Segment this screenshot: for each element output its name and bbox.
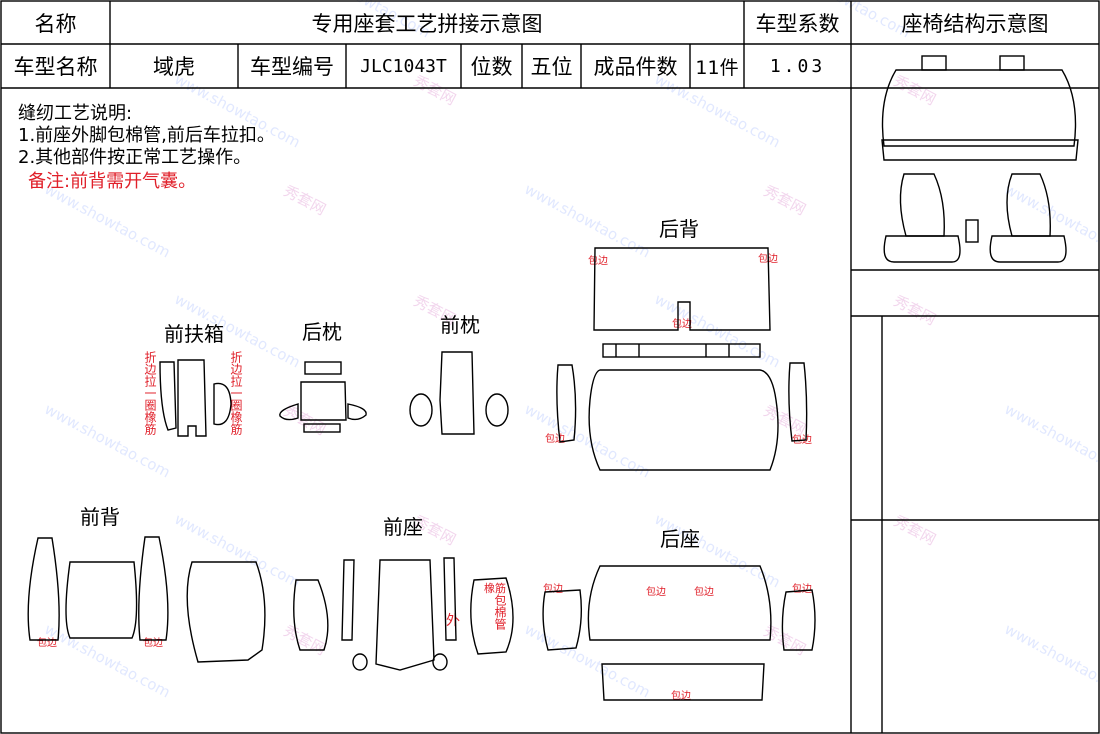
notes-line-1: 1.前座外脚包棉管,前后车拉扣。 [18,125,275,146]
piece-rear-back-bottom [588,369,779,471]
name-label: 名称 [34,11,77,36]
label-front-seat: 前座 [383,515,423,539]
piece-rear-pillow-mid [300,381,347,421]
annotation-pack-cotton-pipe: 包棉管 [493,594,507,630]
seats-label: 位数 [470,55,513,79]
model-code-label: 车型编号 [250,55,334,79]
piece-rear-pillow-bottom [303,423,341,433]
structure-rear-bench-back [881,69,1077,147]
notes-remark: 备注:前背需开气囊。 [28,171,197,192]
structure-front-cushion-left [883,235,961,263]
label-front-armrest: 前扶箱 [164,322,224,346]
seats-value: 五位 [530,55,573,79]
piece-armrest-center [177,359,207,437]
piece-front-seat-strip-right [443,557,457,641]
pieces-label: 成品件数 [593,55,678,79]
coef-label: 车型系数 [755,11,840,36]
piece-front-back-side-right [138,536,169,641]
model-name-value: 域虎 [153,55,195,79]
piece-front-back-center [65,561,138,639]
structure-front-cushion-right [989,235,1067,263]
sheet-title: 专用座套工艺拼接示意图 [311,11,543,36]
label-front-pillow: 前枕 [440,313,480,337]
structure-label: 座椅结构示意图 [901,11,1049,36]
piece-rear-back-main [593,247,771,331]
piece-rear-pillow-right [347,403,367,421]
piece-front-pillow-main [439,351,475,435]
label-rear-pillow: 后枕 [302,320,342,344]
annotation-fold-edge-right: 折边拉一圈橡筋 [229,351,243,435]
label-rear-seat: 后座 [660,527,700,551]
structure-rear-head-right [999,55,1025,71]
piece-rear-back-strip-ticks [615,344,730,357]
piece-front-seat-center [375,559,435,671]
piece-rear-pillow-top [304,361,342,375]
annotation-elastic: 橡筋 [484,582,506,595]
annotation-bind-12: 包边 [671,691,691,702]
structure-console [965,219,979,243]
piece-rear-back-strip [602,343,761,358]
pieces-value: 11件 [695,56,739,79]
piece-armrest-right [213,382,232,426]
notes-heading: 缝纫工艺说明: [18,103,133,124]
annotation-bind-9: 包边 [646,587,666,598]
label-rear-back: 后背 [659,217,699,241]
structure-front-seat-left [899,173,945,237]
piece-front-seat-left [293,579,329,651]
structure-rear-head-left [921,55,947,71]
piece-armrest-left [159,361,177,431]
piece-front-pillow-right [485,393,509,427]
piece-front-seat-knob-left [352,653,368,671]
piece-rear-seat-side-left [542,589,583,651]
piece-rear-seat-side-right [781,589,816,651]
piece-front-back-outer [186,561,266,663]
piece-rear-seat-bottom [601,663,765,701]
annotation-bind-7: 包边 [143,638,163,649]
annotation-bind-8: 包边 [543,584,563,595]
structure-rear-bench-cushion [881,139,1079,161]
piece-front-back-side-left [27,537,60,641]
piece-front-seat-strip [341,559,355,641]
annotation-outer: 外 [446,613,460,629]
annotation-bind-11: 包边 [792,584,812,595]
notes-line-2: 2.其他部件按正常工艺操作。 [18,147,252,168]
piece-rear-seat-main [587,565,772,641]
annotation-bind-4: 包边 [545,434,565,445]
model-code-value: JLC1043T [360,55,447,77]
annotation-bind-1: 包边 [588,256,608,267]
label-front-back: 前背 [80,505,120,529]
piece-front-pillow-left [409,393,433,427]
piece-front-seat-knob-right [432,653,448,671]
piece-rear-back-side-left [556,364,577,443]
annotation-bind-10: 包边 [694,587,714,598]
structure-front-seat-right [1006,173,1051,237]
annotation-fold-edge-left: 折边拉一圈橡筋 [143,351,157,435]
annotation-bind-3: 包边 [672,319,692,330]
piece-rear-pillow-left [279,403,299,421]
annotation-bind-6: 包边 [37,638,57,649]
piece-rear-back-side-right [788,362,808,442]
model-name-label: 车型名称 [13,55,98,79]
piece-front-seat-right [470,577,514,655]
coef-value: 1.03 [769,55,826,77]
